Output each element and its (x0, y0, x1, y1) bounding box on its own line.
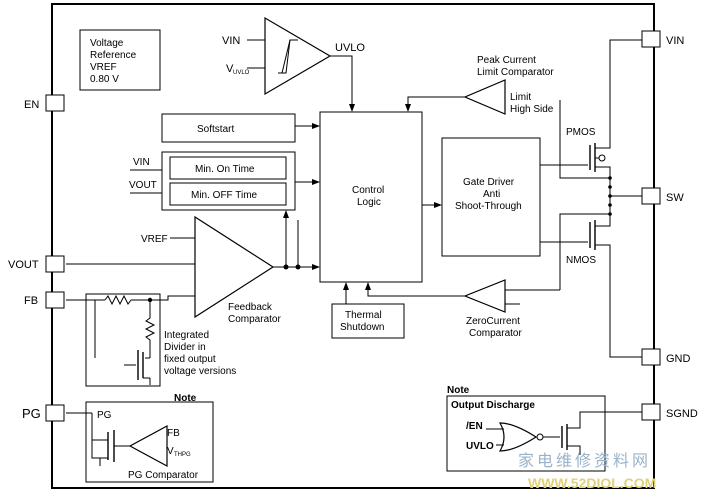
discharge-title: Output Discharge (451, 400, 535, 411)
pin-fb-label: FB (24, 295, 38, 307)
softstart-label: Softstart (197, 124, 234, 135)
divider-line2: Divider in (164, 342, 206, 353)
pin-sgnd-label: SGND (666, 408, 698, 420)
watermark-url: WWW.52DIOL.COM (528, 475, 656, 491)
zerocurrent-title1: ZeroCurrent (466, 316, 520, 327)
discharge-uvlo-label: UVLO (466, 441, 494, 452)
pin-vout-pad[interactable] (45, 255, 65, 273)
pin-sw-label: SW (666, 192, 684, 204)
ontime-vout-label: VOUT (129, 180, 157, 191)
gate-driver-line3: Shoot-Through (455, 201, 522, 212)
vref-line4: 0.80 V (90, 74, 119, 85)
vref-line1: Voltage (90, 38, 124, 49)
feedback-title1: Feedback (228, 302, 273, 313)
uvlo-vin-label: VIN (222, 35, 240, 47)
pin-vout-label: VOUT (8, 259, 39, 271)
discharge-note-label: Note (447, 385, 470, 396)
feedback-vref-label: VREF (141, 234, 168, 245)
zerocurrent-comparator: ZeroCurrent Comparator (365, 279, 560, 339)
thermal-line2: Shutdown (340, 322, 384, 333)
control-logic-block: Control Logic (319, 111, 442, 283)
nmos-label: NMOS (566, 255, 596, 266)
divider-line3: fixed output (164, 354, 216, 365)
pmos-label: PMOS (566, 127, 596, 138)
pg-note-fb-label: FB (167, 428, 180, 439)
divider-line1: Integrated (164, 330, 209, 341)
peak-limit-label: Limit (510, 92, 531, 103)
output-discharge-note: Note Output Discharge /EN UVLO (446, 385, 642, 472)
peak-current-title2: Limit Comparator (477, 67, 554, 78)
divider-line4: voltage versions (164, 366, 236, 377)
control-logic-line1: Control (352, 185, 384, 196)
feedback-title2: Comparator (228, 314, 281, 325)
integrated-divider: Integrated Divider in fixed output volta… (66, 293, 236, 387)
pin-en-pad[interactable] (45, 94, 65, 112)
uvlo-vuvlo-label: V (226, 63, 234, 75)
pin-vin-pad[interactable] (641, 30, 661, 48)
pin-gnd-pad[interactable] (641, 348, 661, 366)
gate-driver-line1: Gate Driver (463, 177, 515, 188)
pg-note-vthpg-label: V (167, 446, 174, 457)
thermal-line1: Thermal (345, 310, 382, 321)
watermark-chinese: 家电维修资料网 (518, 452, 651, 470)
peak-current-comparator: Peak Current Limit Comparator Limit High… (405, 55, 554, 115)
peak-current-title1: Peak Current (477, 55, 536, 66)
pin-fb-pad[interactable] (45, 291, 65, 309)
zerocurrent-title2: Comparator (469, 328, 522, 339)
pg-note-label: Note (174, 393, 197, 404)
thermal-shutdown-block: Thermal Shutdown (331, 282, 405, 339)
pins: VIN SW GND SGND EN VOUT FB PG (8, 30, 698, 422)
vref-line2: Reference (90, 50, 137, 61)
vref-line3: VREF (90, 62, 117, 73)
peak-highside-label: High Side (510, 104, 554, 115)
ic-outline (51, 3, 655, 489)
pin-vin-label: VIN (666, 35, 684, 47)
pg-comparator-title: PG Comparator (128, 470, 199, 481)
watermark: 家电维修资料网 WWW.52DIOL.COM (518, 452, 656, 491)
pin-gnd-label: GND (666, 353, 691, 365)
softstart-block: Softstart (161, 113, 320, 143)
ontime-vin-label: VIN (133, 157, 150, 168)
pin-pg-label: PG (22, 406, 41, 421)
discharge-en-label: /EN (466, 421, 483, 432)
pg-note-vthpg-sub: THPG (174, 452, 191, 458)
min-on-time-label: Min. On Time (195, 164, 255, 175)
power-stage: PMOS NMOS (540, 39, 642, 358)
voltage-reference-block: Voltage Reference VREF 0.80 V (79, 29, 161, 91)
uvlo-comparator: VIN V UVLO UVLO (222, 16, 365, 112)
pin-pg-pad[interactable] (45, 404, 65, 422)
pg-comparator-note: Note PG FB V THPG PG Comparator (66, 393, 214, 483)
pg-note-pg-label: PG (97, 410, 112, 421)
pin-sgnd-pad[interactable] (641, 403, 661, 421)
pin-en-label: EN (24, 99, 39, 111)
uvlo-output-label: UVLO (335, 42, 365, 54)
pin-sw-pad[interactable] (641, 187, 661, 205)
feedback-comparator: VREF Feedback Comparator (66, 210, 320, 325)
min-off-time-label: Min. OFF Time (191, 190, 258, 201)
on-off-time-block: Min. On Time Min. OFF Time VIN VOUT (129, 151, 320, 211)
gate-driver-line2: Anti (483, 189, 500, 200)
gate-driver-block: Gate Driver Anti Shoot-Through (441, 137, 541, 257)
control-logic-line2: Logic (357, 197, 381, 208)
uvlo-vuvlo-sub: UVLO (233, 70, 250, 76)
